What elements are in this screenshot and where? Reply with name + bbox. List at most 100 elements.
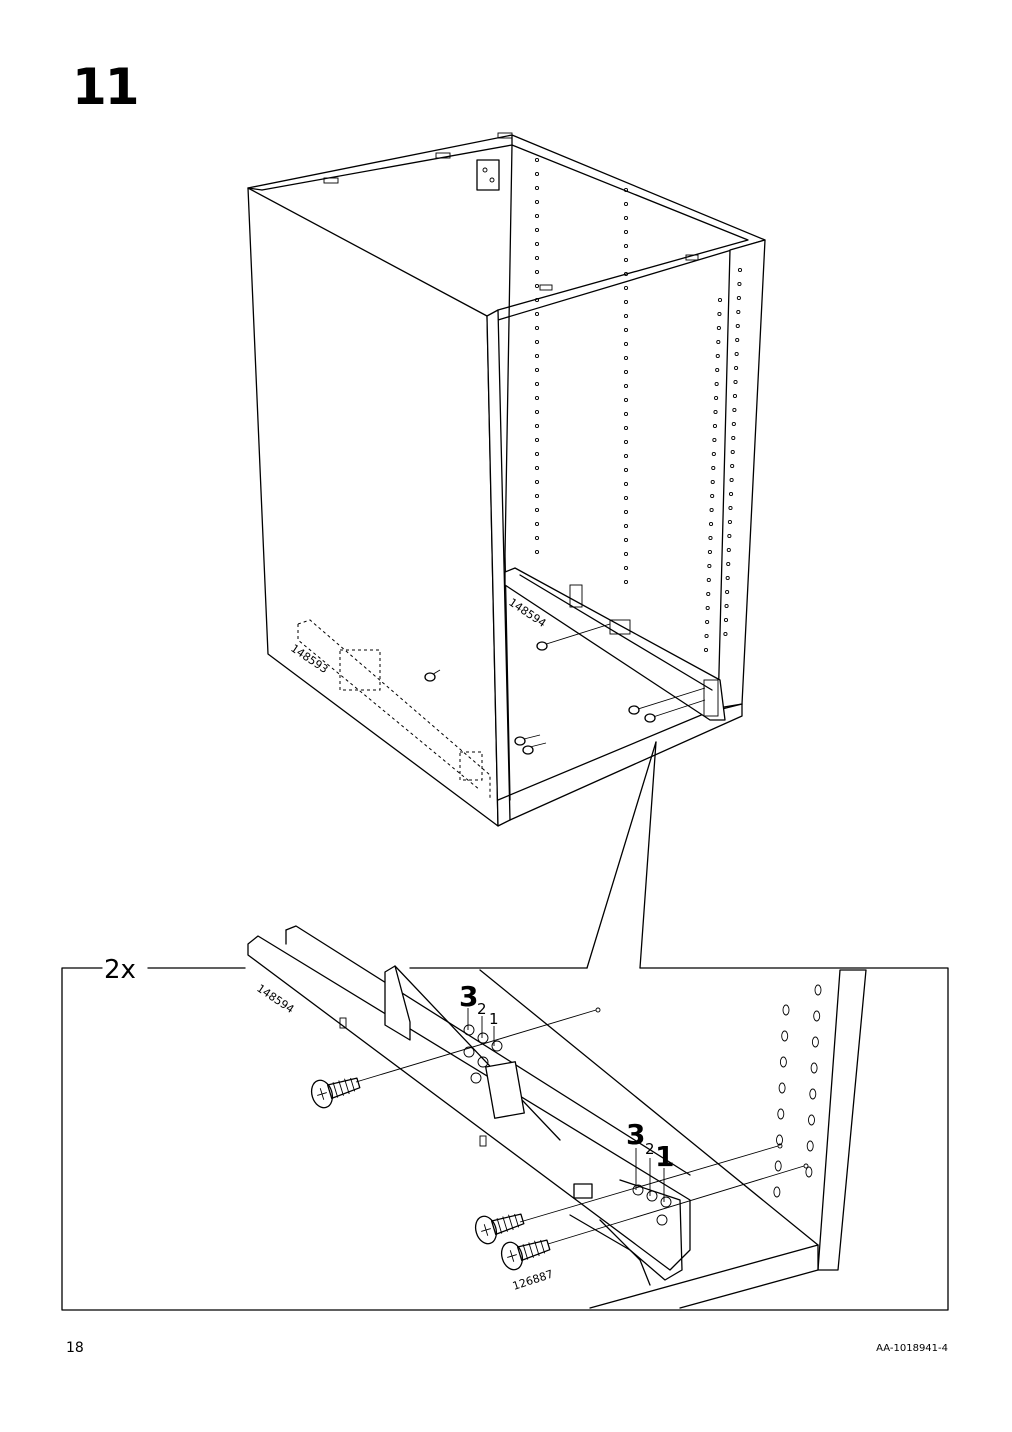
cabinet-hole xyxy=(534,549,540,555)
cabinet-hole xyxy=(534,241,540,247)
cabinet-hole xyxy=(534,255,540,261)
cabinet-left-panel xyxy=(247,187,499,827)
cabinet-hole xyxy=(534,283,540,289)
cabinet-hole xyxy=(735,337,740,343)
detail-hole xyxy=(811,1036,819,1048)
svg-text:3: 3 xyxy=(459,980,478,1013)
cabinet-hole xyxy=(534,479,540,485)
cabinet-hole xyxy=(737,267,743,273)
cabinet-hole xyxy=(706,591,711,597)
cabinet-hole xyxy=(714,381,719,387)
cabinet-hole xyxy=(708,535,713,541)
step-number: 11 xyxy=(72,58,140,116)
cabinet-hole xyxy=(534,185,540,191)
detail-hole xyxy=(776,1134,783,1146)
cabinet-hole xyxy=(534,451,540,457)
page-number: 18 xyxy=(66,1340,84,1356)
cabinet-hole xyxy=(623,369,629,375)
cabinet-hole xyxy=(715,353,720,359)
cabinet-right-panel xyxy=(717,239,766,711)
cabinet-hole xyxy=(731,435,736,441)
cabinet-hole xyxy=(623,537,629,543)
cabinet-hole xyxy=(736,309,741,315)
cabinet-hole xyxy=(623,397,629,403)
cabinet-hole xyxy=(711,451,716,457)
cabinet-hole xyxy=(623,579,629,585)
cabinet-hole xyxy=(706,577,711,583)
detail-hole xyxy=(805,1166,813,1178)
cabinet-hole xyxy=(534,297,540,303)
cabinet-hole xyxy=(710,479,715,485)
cabinet-hole xyxy=(534,199,540,205)
cabinet-hole xyxy=(711,465,716,471)
cabinet-hole xyxy=(737,281,742,287)
cabinet-hole xyxy=(534,157,540,163)
cabinet-hole xyxy=(534,339,540,345)
detail-hole xyxy=(778,1082,786,1094)
cabinet-hole xyxy=(623,355,629,361)
cabinet-hole xyxy=(723,617,729,623)
cabinet-hole xyxy=(728,505,733,511)
cabinet-hole xyxy=(534,465,540,471)
cabinet-hole xyxy=(724,603,729,609)
cabinet-hole xyxy=(623,481,629,487)
cabinet-hole xyxy=(534,395,540,401)
cabinet-hole xyxy=(623,201,629,207)
cabinet-hole xyxy=(623,467,629,473)
cabinet-hole xyxy=(715,367,720,373)
cabinet-hole xyxy=(534,507,540,513)
cabinet-hole xyxy=(712,423,718,429)
cabinet-hole xyxy=(704,633,709,639)
cabinet-hole xyxy=(534,213,540,219)
cabinet-hole xyxy=(623,299,629,305)
svg-text:2: 2 xyxy=(477,1000,487,1018)
cabinet-hole xyxy=(732,407,737,413)
cabinet-hole xyxy=(534,325,540,331)
cabinet-hole xyxy=(729,477,734,483)
cabinet-hole xyxy=(716,339,721,345)
detail-hole xyxy=(814,984,822,996)
cabinet-drawing xyxy=(247,132,766,827)
cabinet-hole xyxy=(623,383,629,389)
cabinet-hole xyxy=(725,589,730,595)
detail-hole xyxy=(782,1004,790,1016)
cabinet-hole xyxy=(731,421,736,427)
detail-hole xyxy=(808,1114,815,1126)
detail-holes xyxy=(773,984,822,1198)
cabinet-hole xyxy=(703,647,709,653)
cabinet-hole xyxy=(623,439,629,445)
cabinet-hole xyxy=(725,575,730,581)
cabinet-hole xyxy=(623,411,629,417)
cabinet-hole xyxy=(623,187,629,193)
detail-hole xyxy=(813,1010,821,1022)
cabinet-hole xyxy=(730,449,735,455)
cabinet-top-frame-inner xyxy=(261,144,749,311)
cabinet-hole xyxy=(705,619,710,625)
cabinet-hole xyxy=(707,563,712,569)
detail-hole xyxy=(806,1140,814,1152)
cabinet-drawer-rail-right xyxy=(504,567,726,721)
cabinet-hole xyxy=(623,271,629,277)
cabinet-hole xyxy=(726,561,731,567)
cabinet-hole xyxy=(717,297,723,303)
cabinet-hole xyxy=(723,631,728,637)
cabinet-hole xyxy=(727,533,732,539)
cabinet-screws xyxy=(424,623,706,755)
cabinet-hole xyxy=(726,547,731,553)
cabinet-hole xyxy=(734,365,739,371)
cabinet-hole xyxy=(623,453,629,459)
cabinet-hole xyxy=(623,509,629,515)
cabinet-hole xyxy=(709,507,714,513)
cabinet-hole xyxy=(534,521,540,527)
detail-quantity: 2x xyxy=(104,955,136,985)
cabinet-hole xyxy=(534,437,540,443)
cabinet-hole xyxy=(534,423,540,429)
cabinet-hole xyxy=(623,565,629,571)
detail-screw-label: 126887 xyxy=(511,1268,555,1293)
cabinet-hole xyxy=(717,311,722,317)
cabinet-hole xyxy=(623,341,629,347)
cabinet-hole xyxy=(710,493,715,499)
cabinet-hole-rows xyxy=(534,157,743,653)
cabinet-hole xyxy=(534,353,540,359)
